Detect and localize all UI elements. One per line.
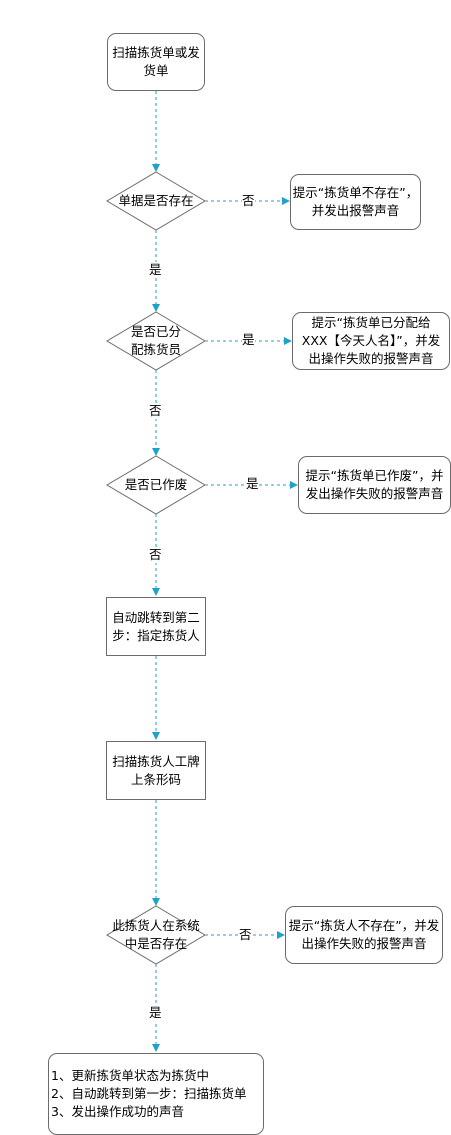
start-scan-text: 扫描拣货单或发 货单 (112, 45, 200, 78)
start-scan-box: 扫描拣货单或发 货单 (107, 33, 205, 91)
voided-tip-text: 提示“拣货单已作废”，并 发出操作失败的报警声音 (305, 468, 444, 501)
edge-label-no-4: 否 (239, 927, 252, 943)
edge-label-yes-3: 是 (246, 476, 259, 492)
voided-tip-box: 提示“拣货单已作废”，并 发出操作失败的报警声音 (298, 456, 451, 514)
decision-voided-text: 是否已作废 (107, 472, 205, 498)
decision-exists-label: 单据是否存在 (118, 193, 194, 208)
jump-step2-text: 自动跳转到第二 步：指定拣货人 (112, 609, 200, 643)
picker-tip-box: 提示“拣货人不存在”，并发 出操作失败的报警声音 (285, 906, 443, 964)
picker-tip-text: 提示“拣货人不存在”，并发 出操作失败的报警声音 (288, 918, 440, 951)
assigned-tip-box: 提示“拣货单已分配给 XXX【今天人名】”，并发 出操作失败的报警声音 (292, 312, 450, 370)
decision-assigned-label: 是否已分 配拣货员 (130, 324, 181, 357)
decision-voided-label: 是否已作废 (124, 477, 188, 492)
edge-label-no-3: 否 (149, 547, 162, 563)
decision-picker-text: 此拣货人在系统 中是否存在 (100, 917, 212, 953)
edge-label-no-1: 否 (242, 193, 255, 209)
final-result-text: 1、更新拣货单状态为拣货中 2、自动跳转到第一步：扫描拣货单 3、发出操作成功的… (51, 1068, 247, 1119)
scan-badge-text: 扫描拣货人工牌 上条形码 (112, 753, 200, 787)
decision-assigned-text: 是否已分 配拣货员 (107, 323, 205, 359)
edge-label-yes-2: 是 (242, 332, 255, 348)
scan-badge-box: 扫描拣货人工牌 上条形码 (106, 741, 206, 800)
not-exist-tip-text: 提示“拣货单不存在”， 并发出报警声音 (292, 185, 419, 218)
assigned-tip-text: 提示“拣货单已分配给 XXX【今天人名】”，并发 出操作失败的报警声音 (301, 315, 441, 366)
edge-label-no-2: 否 (149, 403, 162, 419)
not-exist-tip-box: 提示“拣货单不存在”， 并发出报警声音 (290, 174, 421, 230)
decision-exists-text: 单据是否存在 (107, 188, 205, 214)
edge-label-yes-1: 是 (149, 262, 162, 278)
decision-picker-label: 此拣货人在系统 中是否存在 (112, 918, 200, 951)
edge-label-yes-4: 是 (149, 1005, 162, 1021)
final-result-box: 1、更新拣货单状态为拣货中 2、自动跳转到第一步：扫描拣货单 3、发出操作成功的… (48, 1053, 264, 1135)
jump-step2-box: 自动跳转到第二 步：指定拣货人 (106, 597, 206, 656)
